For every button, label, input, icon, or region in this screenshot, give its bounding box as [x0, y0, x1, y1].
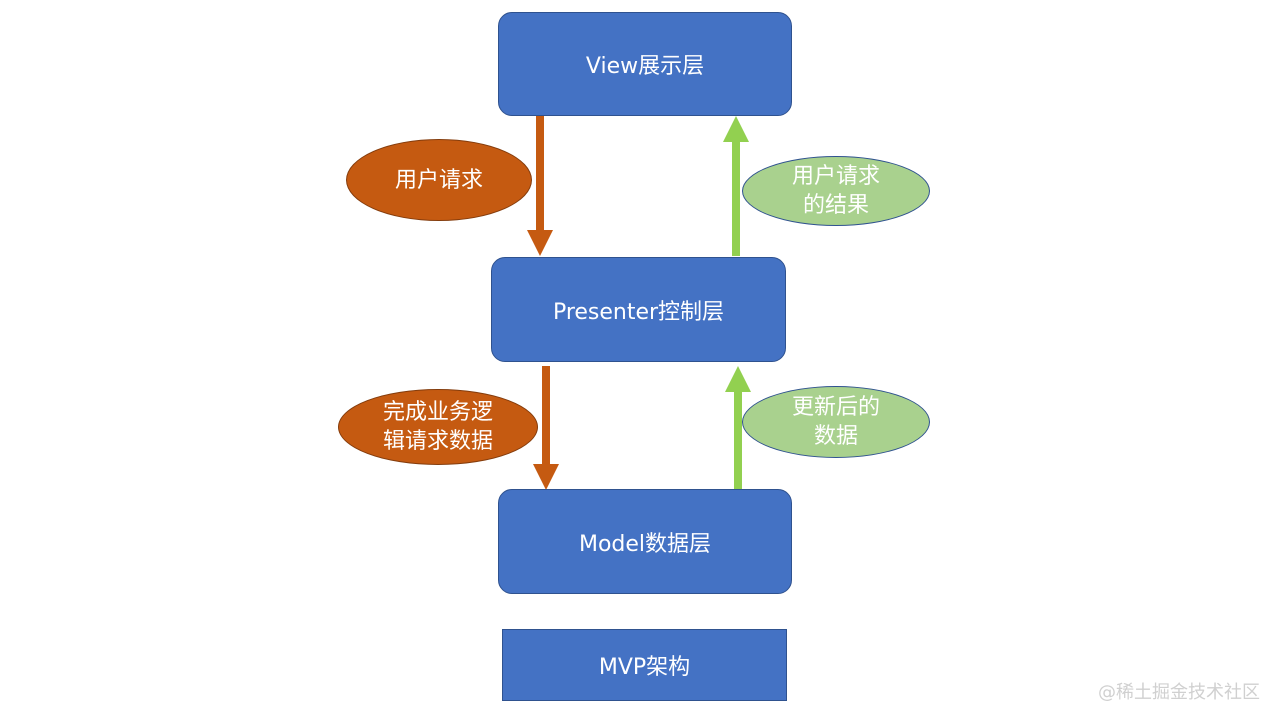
updated-data-ellipse: 更新后的 数据: [742, 386, 930, 458]
diagram-title: MVP架构: [598, 655, 691, 680]
model-layer-label: Model数据层: [578, 531, 712, 557]
updated-data-label: 更新后的 数据: [791, 395, 880, 449]
user-request-result-label: 用户请求 的结果: [791, 164, 880, 218]
view-layer-label: View展示层: [585, 54, 705, 79]
business-logic-ellipse: 完成业务逻 辑请求数据: [338, 389, 538, 465]
user-request-label: 用户请求: [394, 167, 483, 193]
view-layer-box: View展示层: [498, 12, 792, 116]
watermark: @稀土掘金技术社区: [1098, 682, 1260, 703]
user-request-result-ellipse: 用户请求 的结果: [742, 156, 930, 226]
model-layer-box: Model数据层: [498, 489, 792, 594]
business-logic-label: 完成业务逻 辑请求数据: [382, 400, 493, 454]
arrow-model-to-presenter: [725, 366, 751, 490]
arrow-view-to-presenter: [527, 114, 553, 256]
presenter-layer-label: Presenter控制层: [552, 299, 725, 325]
arrow-presenter-to-model: [533, 366, 559, 490]
user-request-ellipse: 用户请求: [346, 139, 532, 221]
presenter-layer-box: Presenter控制层: [491, 257, 786, 362]
arrow-presenter-to-view: [723, 116, 749, 256]
diagram-title-box: MVP架构: [502, 629, 787, 701]
